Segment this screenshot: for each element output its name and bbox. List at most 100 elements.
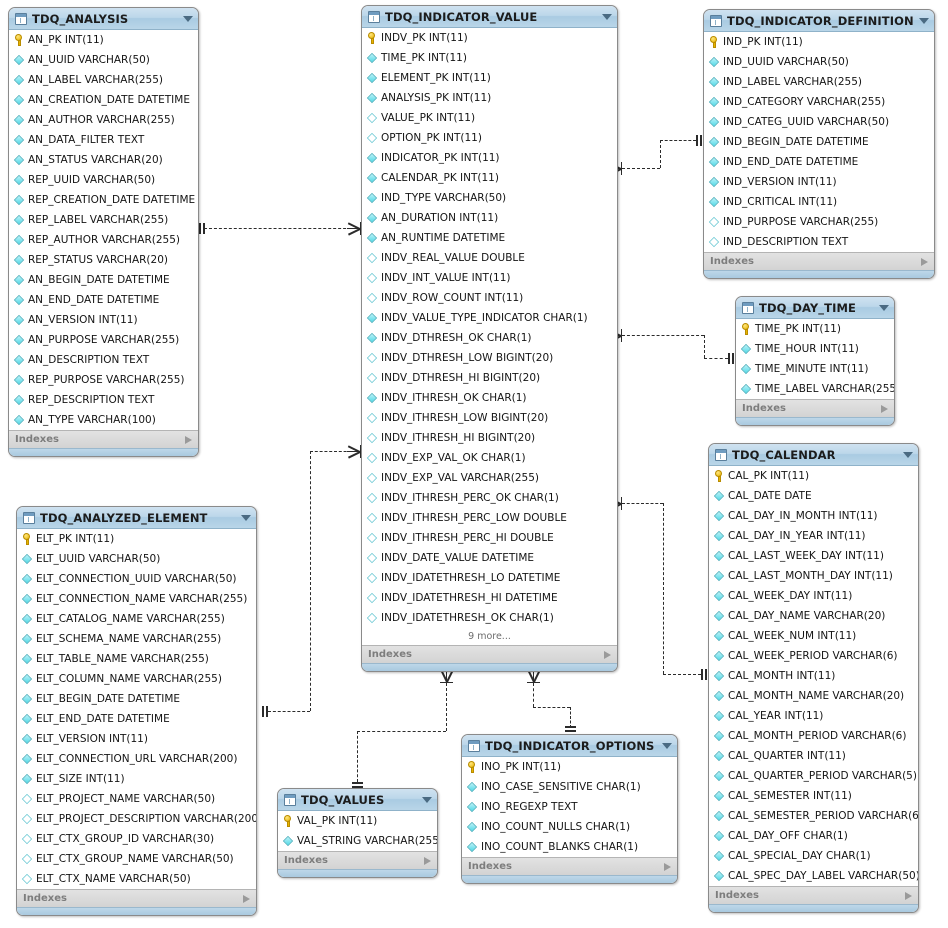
- entity-header-tdq_indicator_options[interactable]: TDQ_INDICATOR_OPTIONS: [462, 735, 677, 757]
- column-row[interactable]: ANALYSIS_PK INT(11): [362, 88, 617, 108]
- column-row[interactable]: ELT_CTX_GROUP_NAME VARCHAR(50): [17, 849, 256, 869]
- triangle-right-icon[interactable]: [604, 650, 611, 659]
- column-row[interactable]: VAL_STRING VARCHAR(255): [278, 831, 437, 851]
- column-row[interactable]: AN_PURPOSE VARCHAR(255): [9, 330, 198, 350]
- column-row[interactable]: INDV_ITHRESH_HI BIGINT(20): [362, 428, 617, 448]
- column-row[interactable]: IND_TYPE VARCHAR(50): [362, 188, 617, 208]
- column-row-primary-key[interactable]: VAL_PK INT(11): [278, 811, 437, 831]
- column-row[interactable]: ELT_VERSION INT(11): [17, 729, 256, 749]
- column-row[interactable]: INDV_EXP_VAL_OK CHAR(1): [362, 448, 617, 468]
- column-row[interactable]: TIME_MINUTE INT(11): [736, 359, 894, 379]
- column-row[interactable]: TIME_LABEL VARCHAR(255): [736, 379, 894, 399]
- column-row[interactable]: CAL_DAY_NAME VARCHAR(20): [709, 606, 918, 626]
- column-row[interactable]: CAL_LAST_MONTH_DAY INT(11): [709, 566, 918, 586]
- column-row[interactable]: ELT_CATALOG_NAME VARCHAR(255): [17, 609, 256, 629]
- column-row[interactable]: ELT_UUID VARCHAR(50): [17, 549, 256, 569]
- indexes-section-tdq_indicator_options[interactable]: Indexes: [462, 857, 677, 875]
- column-row[interactable]: INDV_ITHRESH_OK CHAR(1): [362, 388, 617, 408]
- column-row[interactable]: CAL_LAST_WEEK_DAY INT(11): [709, 546, 918, 566]
- indexes-section-tdq_analyzed_element[interactable]: Indexes: [17, 889, 256, 907]
- column-row[interactable]: AN_DATA_FILTER TEXT: [9, 130, 198, 150]
- column-row[interactable]: CAL_MONTH INT(11): [709, 666, 918, 686]
- entity-header-tdq_analysis[interactable]: TDQ_ANALYSIS: [9, 8, 198, 30]
- column-row[interactable]: CAL_DAY_IN_YEAR INT(11): [709, 526, 918, 546]
- column-row[interactable]: CAL_SEMESTER INT(11): [709, 786, 918, 806]
- column-row[interactable]: AN_VERSION INT(11): [9, 310, 198, 330]
- column-row[interactable]: INDV_ITHRESH_PERC_HI DOUBLE: [362, 528, 617, 548]
- triangle-right-icon[interactable]: [185, 435, 192, 444]
- column-row[interactable]: REP_STATUS VARCHAR(20): [9, 250, 198, 270]
- column-row[interactable]: INDICATOR_PK INT(11): [362, 148, 617, 168]
- column-row[interactable]: REP_DESCRIPTION TEXT: [9, 390, 198, 410]
- column-row-primary-key[interactable]: IND_PK INT(11): [704, 32, 934, 52]
- column-row[interactable]: ELT_PROJECT_NAME VARCHAR(50): [17, 789, 256, 809]
- chevron-down-icon[interactable]: [602, 13, 612, 20]
- column-row[interactable]: REP_PURPOSE VARCHAR(255): [9, 370, 198, 390]
- column-row[interactable]: INDV_IDATETHRESH_HI DATETIME: [362, 588, 617, 608]
- column-row[interactable]: INDV_DTHRESH_LOW BIGINT(20): [362, 348, 617, 368]
- column-row[interactable]: CAL_DATE DATE: [709, 486, 918, 506]
- chevron-down-icon[interactable]: [241, 514, 251, 521]
- indexes-section-tdq_indicator_value[interactable]: Indexes: [362, 645, 617, 663]
- column-row[interactable]: AN_UUID VARCHAR(50): [9, 50, 198, 70]
- chevron-down-icon[interactable]: [903, 451, 913, 458]
- column-row[interactable]: INDV_DTHRESH_HI BIGINT(20): [362, 368, 617, 388]
- indexes-section-tdq_day_time[interactable]: Indexes: [736, 399, 894, 417]
- column-row[interactable]: INDV_EXP_VAL VARCHAR(255): [362, 468, 617, 488]
- column-row[interactable]: IND_LABEL VARCHAR(255): [704, 72, 934, 92]
- column-row[interactable]: ELT_PROJECT_DESCRIPTION VARCHAR(200): [17, 809, 256, 829]
- column-row[interactable]: INDV_DTHRESH_OK CHAR(1): [362, 328, 617, 348]
- column-row[interactable]: CAL_WEEK_DAY INT(11): [709, 586, 918, 606]
- column-row[interactable]: INO_REGEXP TEXT: [462, 797, 677, 817]
- column-row[interactable]: AN_END_DATE DATETIME: [9, 290, 198, 310]
- column-row-primary-key[interactable]: ELT_PK INT(11): [17, 529, 256, 549]
- triangle-right-icon[interactable]: [243, 894, 250, 903]
- column-row[interactable]: ELEMENT_PK INT(11): [362, 68, 617, 88]
- column-row[interactable]: ELT_CONNECTION_NAME VARCHAR(255): [17, 589, 256, 609]
- column-row[interactable]: CAL_DAY_OFF CHAR(1): [709, 826, 918, 846]
- column-row[interactable]: TIME_PK INT(11): [362, 48, 617, 68]
- column-row[interactable]: ELT_CONNECTION_UUID VARCHAR(50): [17, 569, 256, 589]
- column-row[interactable]: ELT_END_DATE DATETIME: [17, 709, 256, 729]
- column-row[interactable]: AN_TYPE VARCHAR(100): [9, 410, 198, 430]
- chevron-down-icon[interactable]: [919, 17, 929, 24]
- column-row[interactable]: INDV_INT_VALUE INT(11): [362, 268, 617, 288]
- column-row[interactable]: AN_LABEL VARCHAR(255): [9, 70, 198, 90]
- entity-header-tdq_calendar[interactable]: TDQ_CALENDAR: [709, 444, 918, 466]
- column-row-primary-key[interactable]: CAL_PK INT(11): [709, 466, 918, 486]
- indexes-section-tdq_values[interactable]: Indexes: [278, 851, 437, 869]
- column-row[interactable]: CALENDAR_PK INT(11): [362, 168, 617, 188]
- column-row[interactable]: REP_CREATION_DATE DATETIME: [9, 190, 198, 210]
- column-row[interactable]: AN_DESCRIPTION TEXT: [9, 350, 198, 370]
- column-row[interactable]: AN_BEGIN_DATE DATETIME: [9, 270, 198, 290]
- column-row[interactable]: INDV_VALUE_TYPE_INDICATOR CHAR(1): [362, 308, 617, 328]
- column-row[interactable]: REP_LABEL VARCHAR(255): [9, 210, 198, 230]
- column-row[interactable]: AN_RUNTIME DATETIME: [362, 228, 617, 248]
- column-row[interactable]: ELT_CTX_NAME VARCHAR(50): [17, 869, 256, 889]
- column-row[interactable]: INDV_REAL_VALUE DOUBLE: [362, 248, 617, 268]
- entity-header-tdq_analyzed_element[interactable]: TDQ_ANALYZED_ELEMENT: [17, 507, 256, 529]
- column-row[interactable]: CAL_WEEK_NUM INT(11): [709, 626, 918, 646]
- column-row[interactable]: ELT_COLUMN_NAME VARCHAR(255): [17, 669, 256, 689]
- column-row-primary-key[interactable]: INO_PK INT(11): [462, 757, 677, 777]
- column-row[interactable]: AN_DURATION INT(11): [362, 208, 617, 228]
- column-row[interactable]: OPTION_PK INT(11): [362, 128, 617, 148]
- triangle-right-icon[interactable]: [664, 862, 671, 871]
- column-row[interactable]: IND_VERSION INT(11): [704, 172, 934, 192]
- column-row[interactable]: TIME_HOUR INT(11): [736, 339, 894, 359]
- entity-header-tdq_day_time[interactable]: TDQ_DAY_TIME: [736, 297, 894, 319]
- column-row[interactable]: IND_UUID VARCHAR(50): [704, 52, 934, 72]
- column-row[interactable]: INDV_ITHRESH_LOW BIGINT(20): [362, 408, 617, 428]
- chevron-down-icon[interactable]: [662, 742, 672, 749]
- column-row[interactable]: IND_BEGIN_DATE DATETIME: [704, 132, 934, 152]
- column-row[interactable]: CAL_MONTH_PERIOD VARCHAR(6): [709, 726, 918, 746]
- column-row[interactable]: IND_END_DATE DATETIME: [704, 152, 934, 172]
- triangle-right-icon[interactable]: [424, 856, 431, 865]
- chevron-down-icon[interactable]: [879, 304, 889, 311]
- column-row[interactable]: CAL_MONTH_NAME VARCHAR(20): [709, 686, 918, 706]
